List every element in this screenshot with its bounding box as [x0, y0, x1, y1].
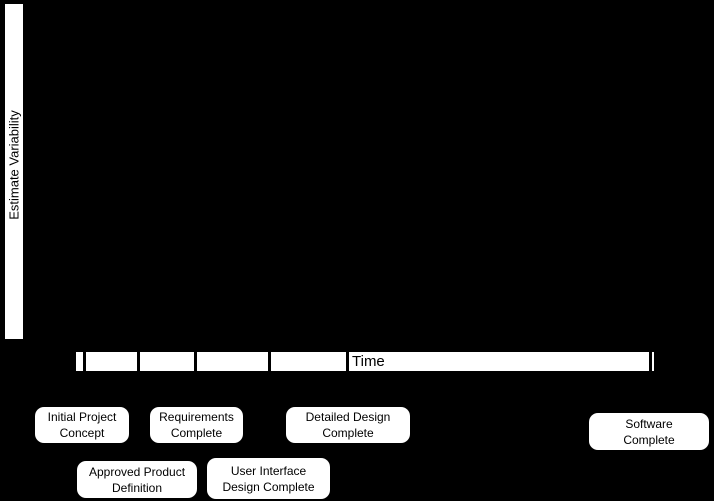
y-axis-label-bar: Estimate Variability — [5, 4, 23, 339]
x-axis-tick — [346, 352, 349, 371]
milestone-detailed-design-complete: Detailed Design Complete — [286, 407, 410, 443]
x-axis-tick — [137, 352, 140, 371]
milestone-label-line: Detailed Design — [305, 410, 391, 424]
milestone-software-complete: Software Complete — [589, 413, 709, 450]
x-axis-tick — [649, 352, 652, 371]
y-axis-label: Estimate Variability — [6, 110, 22, 220]
x-axis-bar: Time — [76, 352, 654, 371]
milestone-label-line: Complete — [170, 426, 223, 440]
milestone-label-line: Complete — [322, 426, 374, 440]
milestone-label-line: Definition — [111, 480, 163, 495]
x-axis-tick — [268, 352, 271, 371]
milestone-label-line: Initial Project — [47, 410, 117, 424]
x-axis-tick — [194, 352, 197, 371]
milestone-label-line: Design Complete — [222, 479, 315, 494]
x-axis-label: Time — [352, 353, 385, 370]
milestone-label-line: Software — [625, 416, 673, 431]
milestone-approved-product-definition: Approved Product Definition — [77, 461, 197, 498]
x-axis-tick — [83, 352, 86, 371]
milestone-label-line: User Interface — [230, 463, 307, 478]
milestone-label-line: Requirements — [159, 410, 234, 424]
milestone-label-line: Complete — [623, 432, 675, 447]
milestone-label-line: Concept — [59, 426, 105, 440]
milestone-label-line: Approved Product — [88, 464, 186, 479]
milestone-requirements-complete: Requirements Complete — [150, 407, 243, 443]
milestone-initial-project-concept: Initial Project Concept — [35, 407, 129, 443]
milestone-user-interface-design-complete: User Interface Design Complete — [207, 458, 330, 499]
